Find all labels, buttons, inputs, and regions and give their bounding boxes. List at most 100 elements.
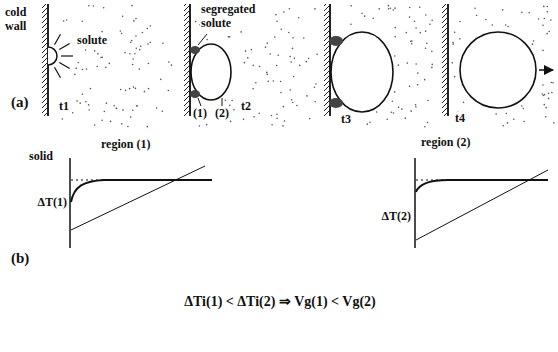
segregation-label: segregated solute: [200, 3, 274, 31]
segregated-solute: [329, 36, 343, 46]
panel-label: (b): [10, 250, 30, 267]
stipple-dot: [284, 120, 286, 122]
stipple-dot: [259, 66, 261, 68]
stipple-dot: [548, 98, 550, 100]
stipple-dot: [292, 102, 294, 104]
stipple-dot: [101, 31, 103, 33]
segregated-solute: [190, 36, 343, 108]
plot-title: region (1): [100, 138, 151, 152]
stipple-dot: [350, 5, 352, 7]
stipple-dot: [66, 19, 68, 21]
stipple-dot: [542, 84, 544, 86]
stipple-dot: [88, 104, 90, 106]
temperature-plot: [71, 180, 212, 202]
stipple-dot: [288, 32, 290, 34]
stipple-dot: [521, 12, 523, 14]
stipple-dot: [161, 110, 163, 112]
nucleus: [48, 47, 57, 65]
cold-wall: [324, 4, 330, 116]
stipple-dot: [63, 20, 65, 22]
region-number: (2): [214, 107, 230, 121]
stipple-dot: [523, 121, 525, 123]
stipple-dot: [314, 8, 316, 10]
crystal: [460, 32, 536, 108]
solute-ray: [61, 55, 73, 56]
stipple-dot: [424, 126, 426, 128]
stipple-dot: [146, 28, 148, 30]
stipple-dot: [350, 23, 352, 25]
stipple-dot: [298, 17, 300, 19]
stipple-dot: [253, 116, 255, 118]
stipple-dot: [409, 7, 411, 9]
stipple-dot: [127, 126, 129, 128]
stipple-dot: [245, 50, 247, 52]
temperature-plot: [416, 180, 548, 192]
stipple-dot: [392, 9, 394, 11]
stipple-dot: [505, 24, 507, 26]
stipple-dot: [426, 42, 428, 44]
stipple-dot: [150, 25, 152, 27]
stipple-dot: [195, 21, 197, 23]
cold-wall: [184, 4, 190, 116]
stipple-dot: [88, 5, 90, 7]
stipple-dot: [394, 91, 396, 93]
stipple-dot: [491, 24, 493, 26]
stipple-dot: [105, 67, 107, 69]
stipple-dot: [122, 15, 124, 17]
stipple-dot: [144, 91, 146, 93]
stipple-dot: [124, 52, 126, 54]
stipple-dot: [120, 89, 122, 91]
stipple-dot: [314, 101, 316, 103]
stipple-dot: [135, 88, 137, 90]
stipple-dot: [502, 125, 504, 127]
stipple-dot: [376, 111, 378, 113]
stipple-dot: [265, 46, 267, 48]
stipple-dot: [266, 42, 268, 44]
stipple-dot: [507, 122, 509, 124]
stipple-dot: [280, 81, 282, 83]
stipple-dot: [85, 101, 87, 103]
stipple-dot: [121, 33, 123, 35]
time-label: t1: [58, 100, 70, 114]
time-label: t2: [240, 100, 252, 114]
relation-equation: ΔTi(1) < ΔTi(2) ⇒ Vg(1) < Vg(2): [0, 294, 558, 310]
nucleus: [48, 47, 57, 65]
stipple-dot: [393, 112, 395, 114]
stipple-dot: [392, 101, 394, 103]
solute-ray: [59, 63, 69, 69]
stipple-dot: [463, 102, 465, 104]
time-label: t4: [454, 112, 466, 126]
stipple-dot: [116, 108, 118, 110]
stipple-dot: [266, 72, 268, 74]
stipple-dot: [543, 6, 545, 8]
stipple-dot: [129, 88, 131, 90]
cold-wall: [329, 4, 331, 116]
stipple-dot: [269, 53, 271, 55]
stipple-dot: [452, 43, 454, 45]
stipple-dot: [104, 111, 106, 113]
stipple-dot: [495, 113, 497, 115]
stipple-dot: [142, 32, 144, 34]
stipple-dot: [414, 20, 416, 22]
stipple-dot: [247, 57, 249, 59]
growth-arrow: [539, 69, 553, 71]
stipple-dot: [115, 107, 117, 109]
stipple-dot: [90, 88, 92, 90]
stipple-dot: [130, 116, 132, 118]
stipple-dot: [429, 23, 431, 25]
stipple-dot: [404, 117, 406, 119]
stipple-dot: [292, 37, 294, 39]
stipple-dot: [533, 40, 535, 42]
stipple-dot: [149, 42, 151, 44]
stipple-dot: [130, 41, 132, 43]
stipple-dot: [545, 116, 547, 118]
stipple-dot: [474, 7, 476, 9]
stipple-dot: [140, 45, 142, 47]
stipple-dot: [138, 68, 140, 70]
stipple-dot: [131, 5, 133, 7]
stipple-dot: [110, 121, 112, 123]
stipple-dot: [316, 53, 318, 55]
stipple-dot: [454, 76, 456, 78]
temperature-plot: [69, 158, 71, 248]
